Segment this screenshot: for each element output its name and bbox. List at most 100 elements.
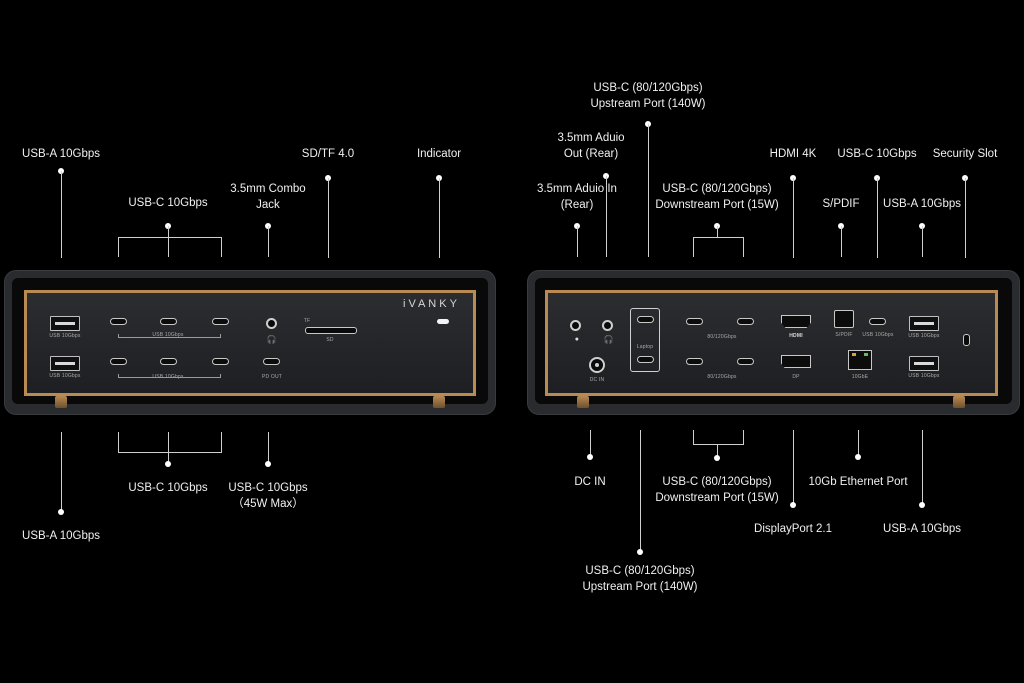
tf-label: TF (303, 318, 311, 324)
spdif-callout: S/PDIF (822, 198, 860, 210)
brand-logo: iVANKY (403, 298, 460, 310)
pd-out-label: PD OUT (261, 374, 283, 380)
downstream-bottom-callout: USB-C (80/120Gbps)Downstream Port (15W) (655, 476, 779, 504)
audio-out-jack (602, 320, 613, 331)
downstream-top-tick-r (742, 237, 744, 257)
front-usbc-port-2 (160, 318, 177, 325)
upstream-top-callout: USB-C (80/120Gbps)Upstream Port (140W) (590, 82, 706, 110)
front-usbc-pd-callout: USB-C 10Gbps（45W Max） (228, 482, 308, 510)
back-usbc-port (869, 318, 886, 325)
back-foot-right (953, 396, 965, 408)
front-usbc-pd-dot (265, 461, 271, 467)
dc-in-port (589, 357, 605, 373)
front-usbc-port-4 (110, 358, 127, 365)
front-usbc-pd-port (263, 358, 280, 365)
front-usba-top-callout: USB-A 10Gbps (22, 148, 100, 160)
ethernet-port (848, 350, 872, 370)
mic-icon: ● (574, 336, 580, 343)
back-usbc-callout: USB-C 10Gbps (837, 148, 917, 160)
back-usba-port-2 (909, 356, 939, 371)
front-usbc-bottom-hbar (118, 452, 221, 453)
sd-line (327, 178, 329, 258)
spdif-port (834, 310, 854, 328)
dc-in-line (589, 430, 591, 457)
front-usba-port-1-label: USB 10Gbps (49, 333, 81, 339)
front-usbc-top-tick-l (117, 237, 119, 257)
front-usbc-bottom-callout: USB-C 10Gbps (128, 482, 208, 494)
downstream-top-small-label: 80/120Gbps (707, 334, 737, 340)
hdmi-port (781, 315, 811, 328)
front-usba-bottom-line (60, 432, 62, 512)
back-panel (545, 290, 998, 396)
hdmi-small-label: HDMI (789, 333, 803, 339)
indicator-line (438, 178, 440, 258)
audio-out-line (605, 176, 607, 257)
front-usba-top-line (60, 171, 62, 258)
security-slot (963, 334, 970, 346)
back-usba-top-callout: USB-A 10Gbps (883, 198, 961, 210)
sd-callout: SD/TF 4.0 (301, 148, 355, 160)
dc-in-small-label: DC IN (589, 377, 605, 383)
upstream-bottom-line (639, 430, 641, 552)
back-downstream-port-3 (686, 358, 703, 365)
back-usba-port-1 (909, 316, 939, 331)
front-usbc-bottom-tick-l (117, 432, 119, 453)
upstream-bottom-callout: USB-C (80/120Gbps)Upstream Port (140W) (582, 565, 698, 593)
audio-in-callout: 3.5mm Aduio In(Rear) (537, 183, 617, 211)
headphone-out-icon: 🎧 (603, 335, 615, 344)
back-foot-left (577, 396, 589, 408)
back-usba-bottom-line (921, 430, 923, 505)
displayport-line (792, 430, 794, 505)
front-usbc-top-bracket (118, 334, 221, 338)
downstream-bottom-tick-r (742, 430, 744, 445)
upstream-laptop-group (630, 308, 660, 372)
front-usbc-pd-line (267, 432, 269, 464)
downstream-bottom-dot (714, 455, 720, 461)
sd-label: SD (326, 337, 334, 343)
hdmi-line (792, 178, 794, 258)
front-usbc-port-5 (160, 358, 177, 365)
combo-jack-line (267, 226, 269, 257)
downstream-top-tick-l (692, 237, 694, 257)
headphone-icon: 🎧 (266, 335, 278, 344)
front-foot-right (433, 396, 445, 408)
laptop-small-label: Laptop (636, 344, 654, 350)
displayport-callout: DisplayPort 2.1 (754, 523, 832, 535)
sd-tf-slot (305, 327, 357, 334)
back-usba-bottom-dot (919, 502, 925, 508)
back-usba-bottom-callout: USB-A 10Gbps (883, 523, 961, 535)
downstream-bottom-small-label: 80/120Gbps (707, 374, 737, 380)
ethernet-small-label: 10GbE (851, 374, 869, 380)
front-usbc-bottom-line (167, 432, 169, 464)
ethernet-dot (855, 454, 861, 460)
ethernet-callout: 10Gb Ethernet Port (808, 476, 908, 488)
back-usba-top-line (921, 226, 923, 257)
downstream-bottom-line (716, 444, 718, 458)
audio-in-jack (570, 320, 581, 331)
dc-in-dot (587, 454, 593, 460)
downstream-top-callout: USB-C (80/120Gbps)Downstream Port (15W) (655, 183, 779, 211)
front-usba-port-2-label: USB 10Gbps (49, 373, 81, 379)
front-usba-bottom-dot (58, 509, 64, 515)
indicator-light (437, 319, 449, 324)
front-usbc-port-3 (212, 318, 229, 325)
front-foot-left (55, 396, 67, 408)
front-panel (24, 290, 476, 396)
upstream-top-line (647, 124, 649, 257)
front-usbc-bottom-tick-r (220, 432, 222, 453)
dc-in-callout: DC IN (574, 476, 606, 488)
back-upstream-port-2 (637, 356, 654, 363)
front-usbc-top-hbar (118, 237, 221, 238)
audio-in-line (576, 226, 578, 257)
downstream-top-hbar (693, 237, 743, 238)
front-usbc-port-1 (110, 318, 127, 325)
displayport-port (781, 355, 811, 368)
front-usbc-top-tick-r (220, 237, 222, 257)
front-usbc-top-label: USB 10Gbps (152, 332, 184, 338)
back-usbc-small-label: USB 10Gbps (862, 332, 894, 338)
back-usbc-line (876, 178, 878, 258)
upstream-bottom-dot (637, 549, 643, 555)
ethernet-line (857, 430, 859, 457)
front-usbc-top-line (167, 226, 169, 257)
